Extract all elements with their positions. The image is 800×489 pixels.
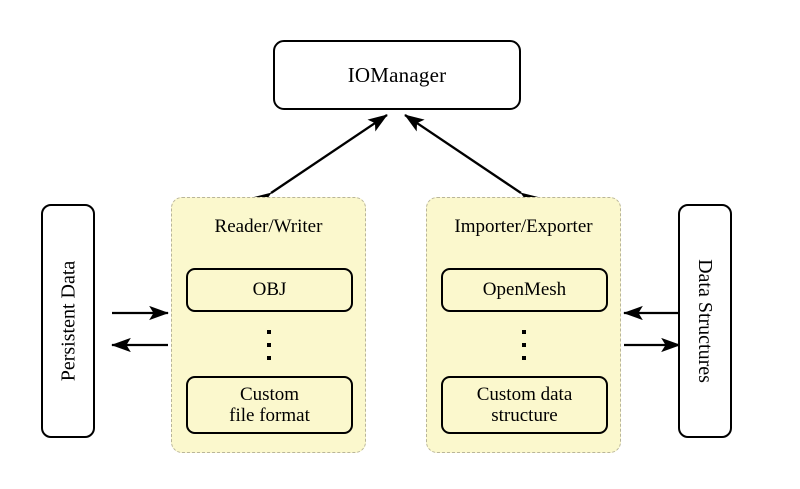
ellipsis-dot xyxy=(266,330,271,334)
ellipsis-dot xyxy=(266,343,271,347)
persistent-data-label: Persistent Data xyxy=(57,260,79,382)
importer-exporter-item-openmesh-label: OpenMesh xyxy=(482,279,567,301)
importer-exporter-ellipsis-icon xyxy=(427,330,620,360)
importer-exporter-panel: Importer/Exporter OpenMesh Custom data s… xyxy=(426,197,621,453)
importer-exporter-title: Importer/Exporter xyxy=(454,216,593,237)
ellipsis-dot xyxy=(521,343,526,347)
reader-writer-panel: Reader/Writer OBJ Custom file format xyxy=(171,197,366,453)
importer-exporter-item-openmesh: OpenMesh xyxy=(441,268,608,312)
reader-writer-ellipsis-icon xyxy=(172,330,365,360)
ellipsis-dot xyxy=(521,356,526,360)
iomanager-label: IOManager xyxy=(347,62,447,87)
connector-iomanager-importer-exporter xyxy=(404,114,541,210)
iomanager-node: IOManager xyxy=(273,40,521,110)
reader-writer-item-obj-label: OBJ xyxy=(252,279,287,301)
ellipsis-dot xyxy=(266,356,271,360)
data-structures-box: Data Structures xyxy=(678,204,732,438)
data-structures-label: Data Structures xyxy=(694,259,717,383)
connector-iomanager-reader-writer xyxy=(251,114,388,210)
reader-writer-item-obj: OBJ xyxy=(186,268,353,312)
reader-writer-item-custom-format-line1: Custom xyxy=(239,383,300,405)
ellipsis-dot xyxy=(521,330,526,334)
importer-exporter-item-custom-structure-line2: structure xyxy=(491,405,558,426)
importer-exporter-item-custom-structure-line1: Custom data xyxy=(476,383,573,405)
persistent-data-box: Persistent Data xyxy=(41,204,95,438)
importer-exporter-item-custom-structure: Custom data structure xyxy=(441,376,608,434)
reader-writer-item-custom-format-line2: file format xyxy=(229,405,310,426)
reader-writer-title: Reader/Writer xyxy=(214,216,323,237)
reader-writer-item-custom-format: Custom file format xyxy=(186,376,353,434)
